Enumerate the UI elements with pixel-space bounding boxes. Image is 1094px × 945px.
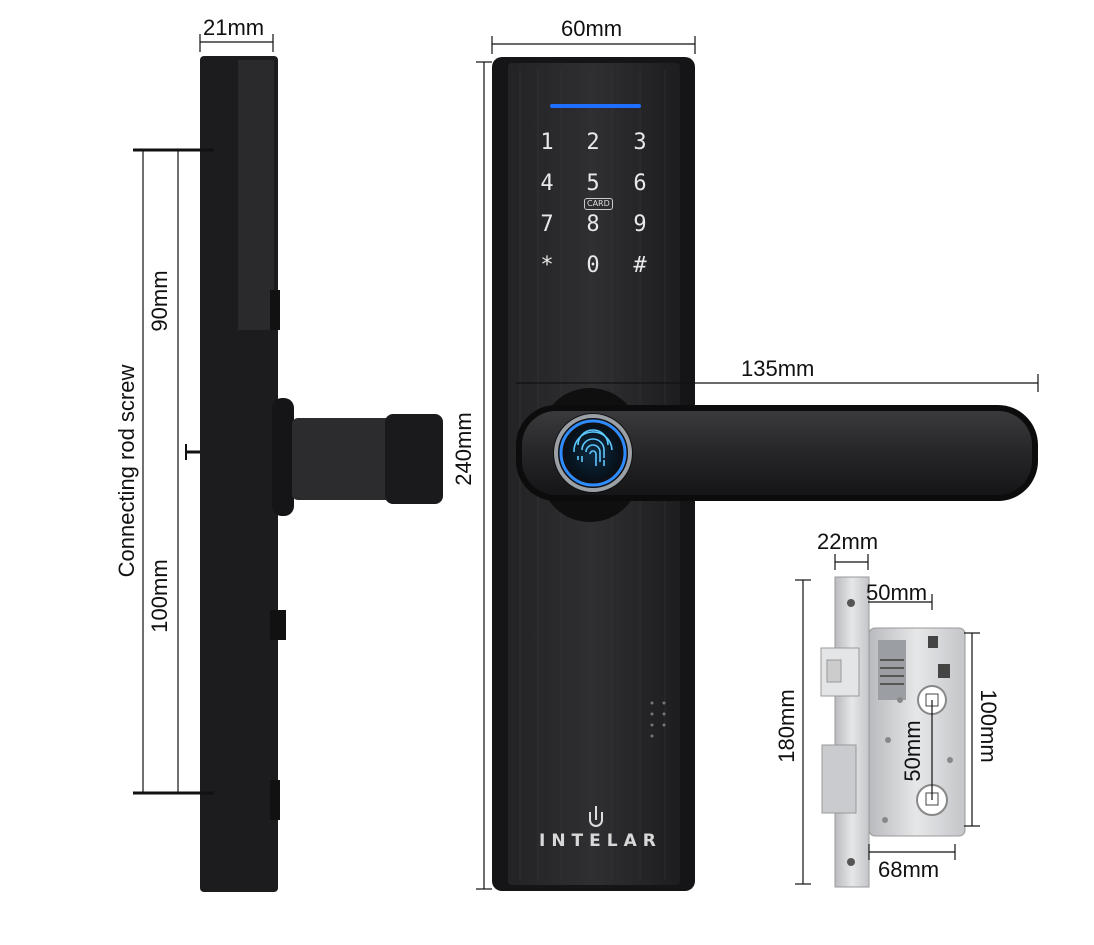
side-knob-cap [385,414,443,504]
dim-mortise-body-height: 100mm [976,689,1001,763]
dim-mortise-body-width: 68mm [878,857,940,882]
mortise-faceplate [834,576,870,888]
side-knob-base [272,398,294,516]
side-view [133,34,443,892]
key-hash[interactable]: # [633,253,647,278]
status-indicator-bar [550,104,641,108]
front-view [476,36,1039,891]
dim-front-width: 60mm [561,16,623,41]
dim-mortise-faceplate-height: 180mm [774,689,799,763]
key-7[interactable]: 7 [540,212,554,237]
dim-rod-lower: 100mm [147,559,172,633]
key-5[interactable]: 5 [586,171,600,196]
key-2[interactable]: 2 [586,130,600,155]
side-knob-shaft [292,418,392,500]
dim-rod-upper: 90mm [147,270,172,332]
card-reader-label: CARD [584,198,613,210]
key-4[interactable]: 4 [540,171,554,196]
speaker-icon [650,701,666,738]
key-1[interactable]: 1 [540,130,554,155]
dim-front-height: 240mm [451,412,476,486]
brand-logo-icon [589,806,603,827]
dim-handle-length: 135mm [741,356,815,381]
dim-mortise-backset: 50mm [866,580,928,605]
key-6[interactable]: 6 [633,171,647,196]
dim-side-thickness: 21mm [203,15,265,40]
key-star[interactable]: * [540,253,554,278]
mortise-view [795,554,980,888]
dead-bolt [821,744,857,814]
rod-caption: Connecting rod screw [114,364,139,578]
dim-mortise-faceplate-width: 22mm [817,529,879,554]
key-9[interactable]: 9 [633,212,647,237]
brand-name: INTELAR [539,831,662,851]
fingerprint-icon [573,429,613,466]
key-0[interactable]: 0 [586,253,600,278]
key-3[interactable]: 3 [633,130,647,155]
dim-mortise-spindle-distance: 50mm [900,720,925,782]
key-8[interactable]: 8 [586,212,600,237]
